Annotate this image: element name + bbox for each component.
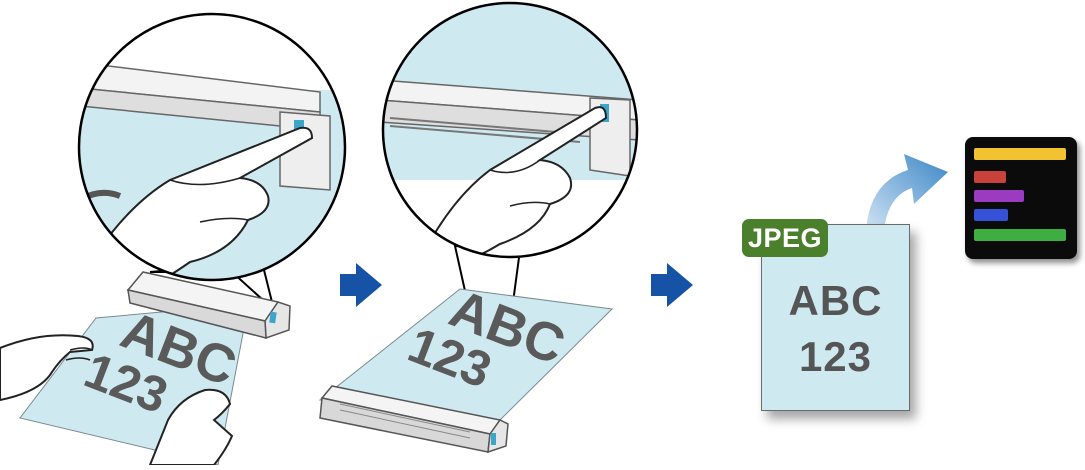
jpeg-format-badge: JPEG xyxy=(742,219,828,257)
document-line-1: ABC xyxy=(762,277,909,325)
export-arrow-icon xyxy=(866,154,948,230)
app-bar-purple xyxy=(974,190,1024,202)
document-line-2: 123 xyxy=(762,333,909,381)
zoom-callout-2 xyxy=(380,0,660,270)
app-bar-green xyxy=(974,229,1066,241)
scan-button-icon xyxy=(491,433,496,445)
zoom-callout-1 xyxy=(60,14,380,300)
step-2-press-scan: ABC 123 xyxy=(320,0,660,452)
app-bar-red xyxy=(974,171,1006,183)
app-bar-blue xyxy=(974,209,1008,221)
next-step-arrow-icon xyxy=(651,263,693,307)
next-step-arrow-icon xyxy=(340,263,382,307)
app-bar-yellow xyxy=(974,148,1066,160)
app-icon xyxy=(965,137,1077,259)
